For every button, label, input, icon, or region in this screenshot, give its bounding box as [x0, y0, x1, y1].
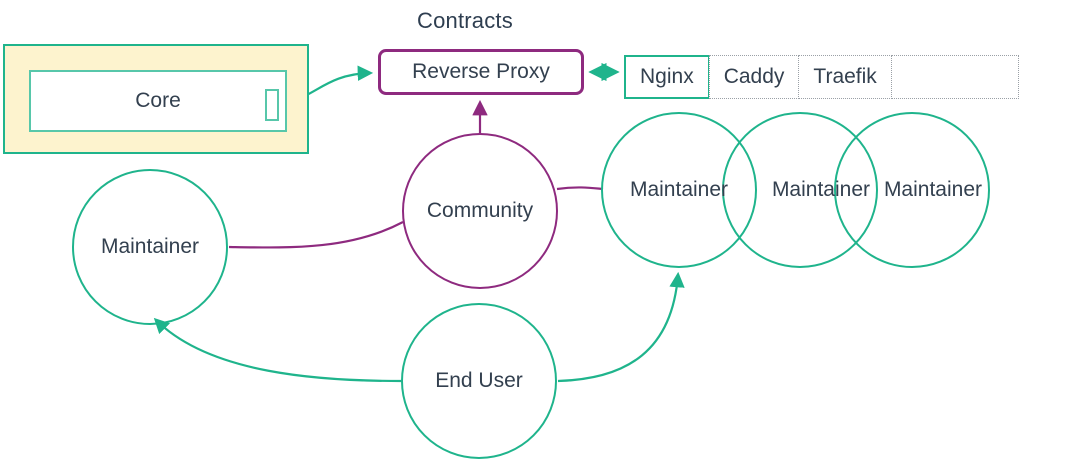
option-label-nginx: Nginx	[640, 65, 694, 88]
community-label: Community	[426, 199, 534, 222]
core-port-connector[interactable]	[265, 89, 279, 121]
edge-community-maintainer-left	[228, 221, 404, 249]
edge-community-maintainer-right	[556, 186, 604, 191]
page-title: Contracts	[417, 8, 513, 33]
options-table: Nginx Caddy Traefik	[624, 55, 1019, 99]
maintainer-label-1: Maintainer	[629, 178, 729, 201]
maintainer-left-label: Maintainer	[100, 235, 200, 258]
core-group[interactable]: Core	[3, 44, 309, 154]
reverse-proxy-node[interactable]: Reverse Proxy	[378, 49, 584, 95]
end-user-node[interactable]: End User	[401, 303, 557, 459]
community-node[interactable]: Community	[402, 133, 558, 289]
option-label-caddy: Caddy	[723, 65, 785, 88]
edge-end-user-to-maintainer-left	[153, 317, 402, 383]
maintainer-label-2: Maintainer	[771, 178, 870, 201]
core-box[interactable]: Core	[29, 70, 287, 132]
reverse-proxy-label: Reverse Proxy	[412, 60, 550, 83]
edge-end-user-to-maintainer-right	[557, 271, 685, 383]
option-cell-traefik[interactable]: Traefik	[798, 55, 892, 99]
option-cell-empty[interactable]	[890, 55, 1019, 99]
option-label-traefik: Traefik	[813, 65, 877, 88]
maintainer-left-node[interactable]: Maintainer	[72, 169, 228, 325]
end-user-label: End User	[435, 369, 523, 392]
maintainer-label-2-clip: Maintainer	[724, 114, 876, 266]
option-cell-caddy[interactable]: Caddy	[708, 55, 800, 99]
maintainer-label-3: Maintainer	[883, 178, 982, 201]
core-label: Core	[135, 89, 181, 112]
maintainer-node-1[interactable]: Maintainer	[601, 112, 757, 268]
maintainer-label-3-clip: Maintainer	[836, 114, 988, 266]
option-cell-nginx[interactable]: Nginx	[624, 55, 710, 99]
